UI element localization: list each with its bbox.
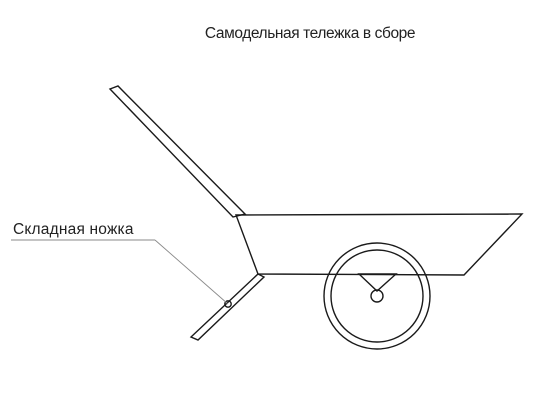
cart-handle: [108, 85, 247, 218]
cart-wheel: [323, 242, 431, 350]
wheel-inner-rim: [330, 249, 424, 343]
callout-leader-line: [154, 239, 229, 305]
folding-leg-pivot: [224, 300, 232, 308]
diagram-title: Самодельная тележка в сборе: [205, 25, 415, 42]
cart-body: [234, 213, 524, 276]
wheel-hub: [370, 289, 384, 303]
folding-leg: [189, 273, 266, 341]
wheel-outer-rim: [323, 242, 431, 350]
wheel-mount-bracket: [357, 273, 398, 292]
callout-folding-leg: Складная ножка: [11, 221, 229, 305]
callout-label-folding-leg: Складная ножка: [13, 221, 134, 238]
